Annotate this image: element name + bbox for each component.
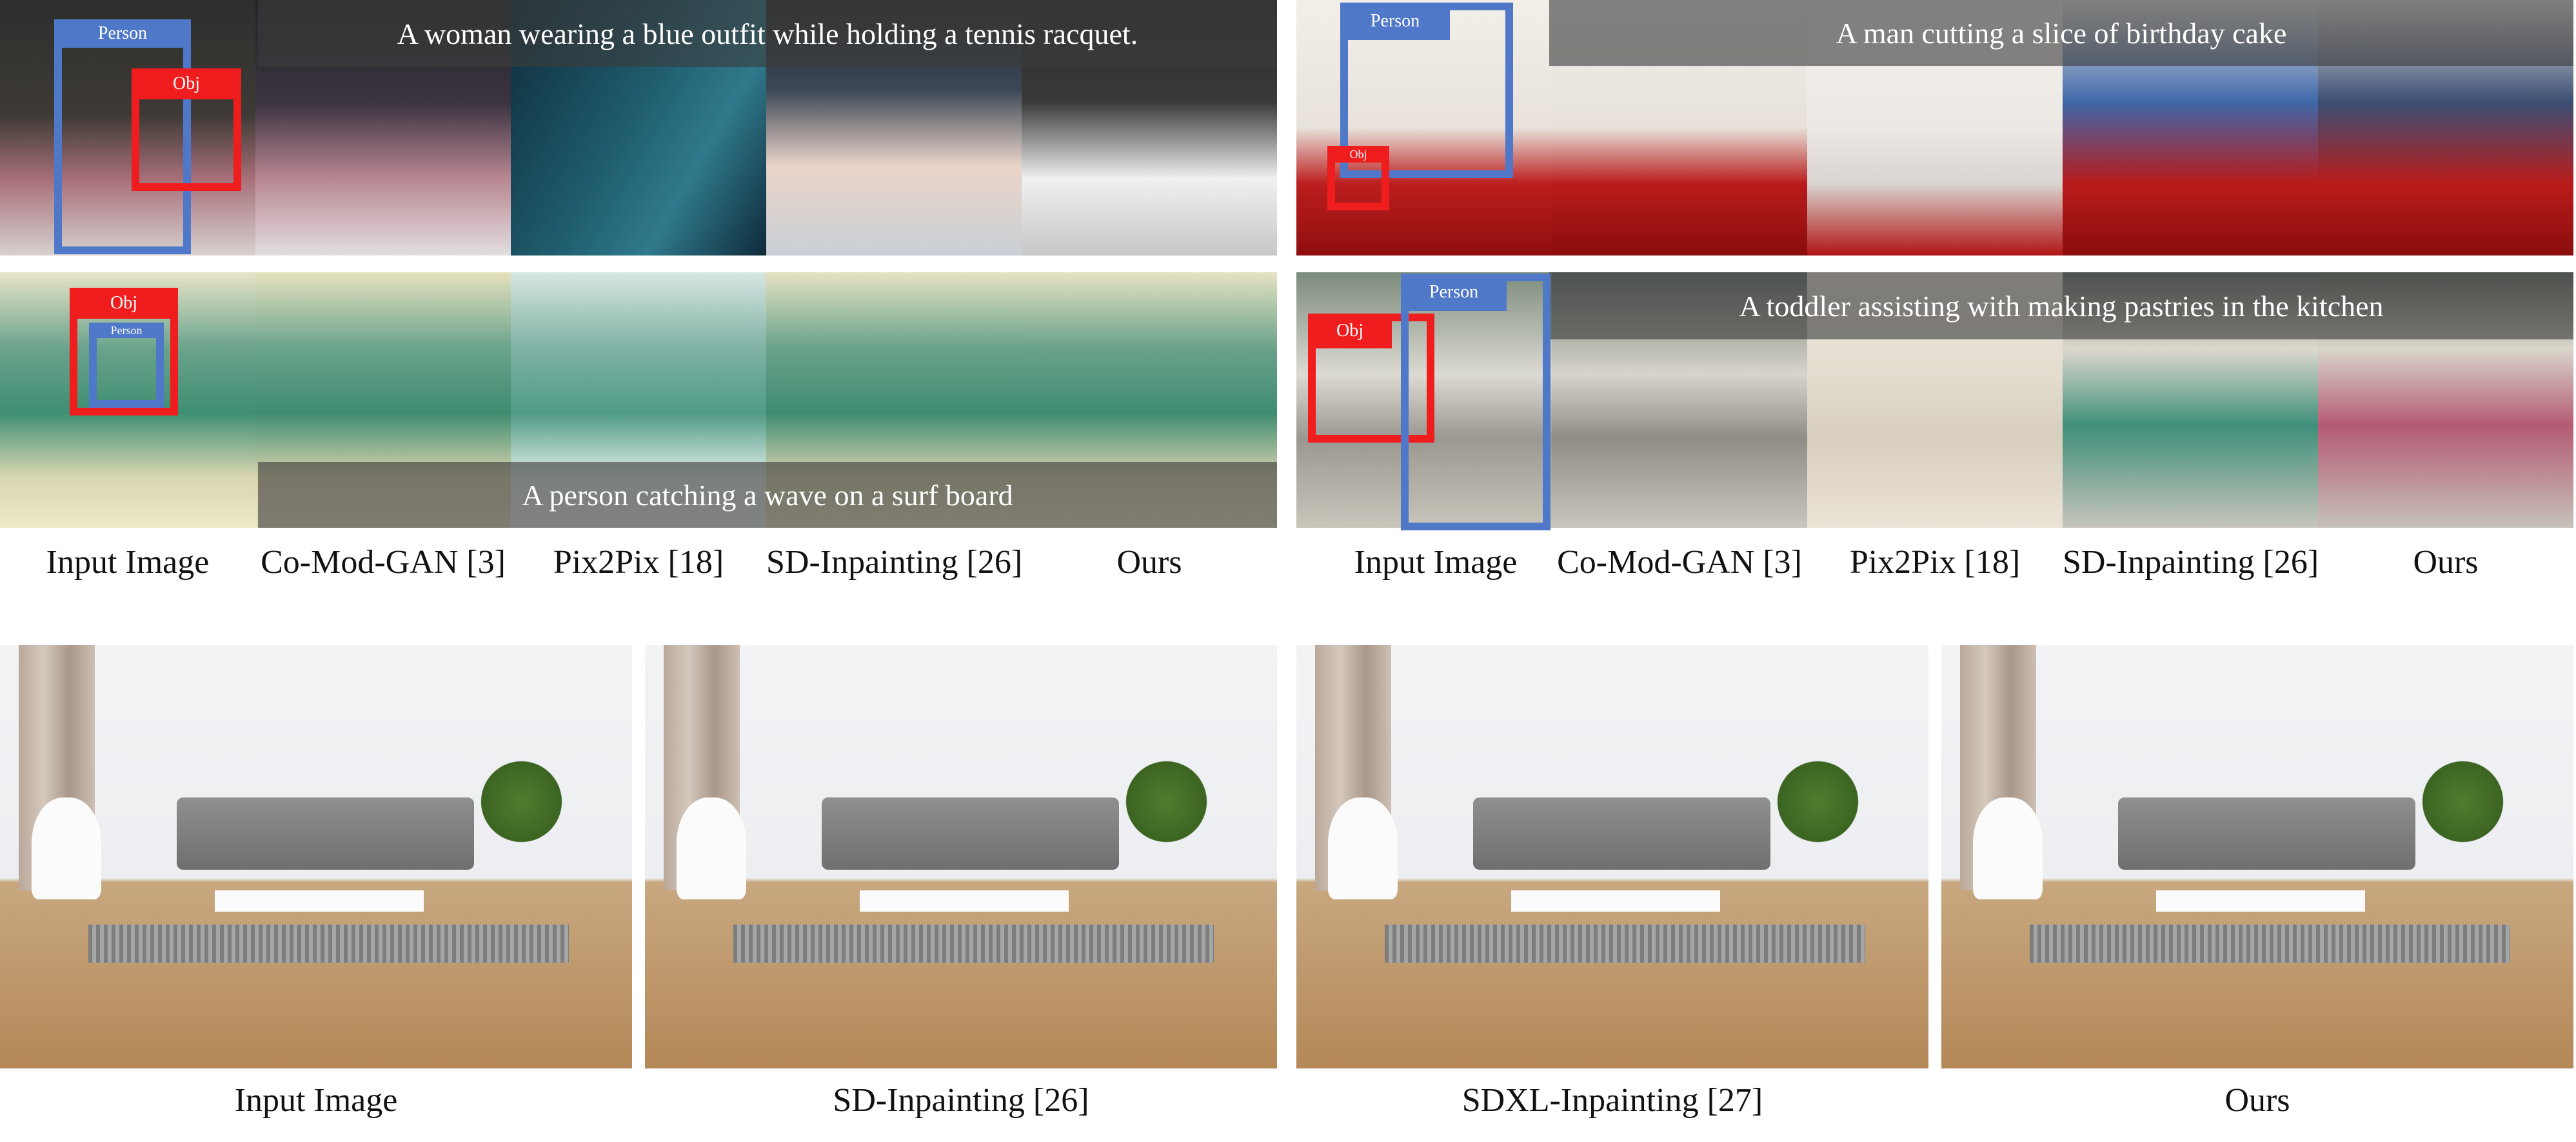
label-ours: Ours [1116,544,1182,581]
label-ours: Ours [2413,544,2479,581]
coffee-table [860,890,1069,912]
rug [88,924,569,963]
chair [1973,797,2043,899]
cake-caption: A man cutting a slice of birthday cake [1549,0,2573,66]
cake-obj-tag: Obj [1327,146,1389,163]
plant [1770,746,1865,857]
rug [2030,924,2510,963]
sofa [822,797,1119,870]
kitchen-person-tag: Person [1401,274,1507,311]
chair [1328,797,1398,899]
label-pix2pix: Pix2Pix [18] [553,544,724,581]
room-ours-image [1941,645,2573,1068]
label-sdinpaint: SD-Inpainting [26] [833,1082,1089,1119]
sofa [1473,797,1770,870]
plant [474,746,569,857]
coffee-table [2156,890,2365,912]
surf-person-tag: Person [89,323,164,338]
label-comodgan: Co-Mod-GAN [3] [1557,544,1802,581]
label-ours: Ours [2224,1082,2290,1119]
room-sdxl-inpaint-image [1296,645,1928,1068]
label-sdxl-inpaint: SDXL-Inpainting [27] [1461,1082,1763,1119]
plant [1119,746,1214,857]
label-input-image: Input Image [1354,544,1518,581]
surf-obj-tag: Obj [70,288,178,319]
label-input-image: Input Image [46,544,210,581]
plant [2415,746,2510,857]
label-comodgan: Co-Mod-GAN [3] [261,544,506,581]
rug [733,924,1214,963]
surf-caption: A person catching a wave on a surf board [258,462,1277,528]
tennis-obj-tag: Obj [132,68,241,99]
label-sdinpaint: SD-Inpainting [26] [2063,544,2319,581]
room-sdinpaint-image [645,645,1277,1068]
rug [1385,924,1865,963]
label-pix2pix: Pix2Pix [18] [1849,544,2021,581]
kitchen-person-box [1401,274,1551,530]
label-input-image: Input Image [234,1082,398,1119]
coffee-table [215,890,424,912]
sofa [2118,797,2415,870]
cake-person-tag: Person [1340,3,1450,40]
kitchen-caption: A toddler assisting with making pastries… [1549,272,2573,339]
sofa [177,797,474,870]
tennis-caption: A woman wearing a blue outfit while hold… [258,0,1277,67]
kitchen-obj-tag: Obj [1308,314,1392,348]
chair [677,797,746,899]
room-input-image [0,645,632,1068]
tennis-person-tag: Person [54,19,191,48]
label-sdinpaint: SD-Inpainting [26] [766,544,1023,581]
chair [32,797,101,899]
coffee-table [1511,890,1720,912]
